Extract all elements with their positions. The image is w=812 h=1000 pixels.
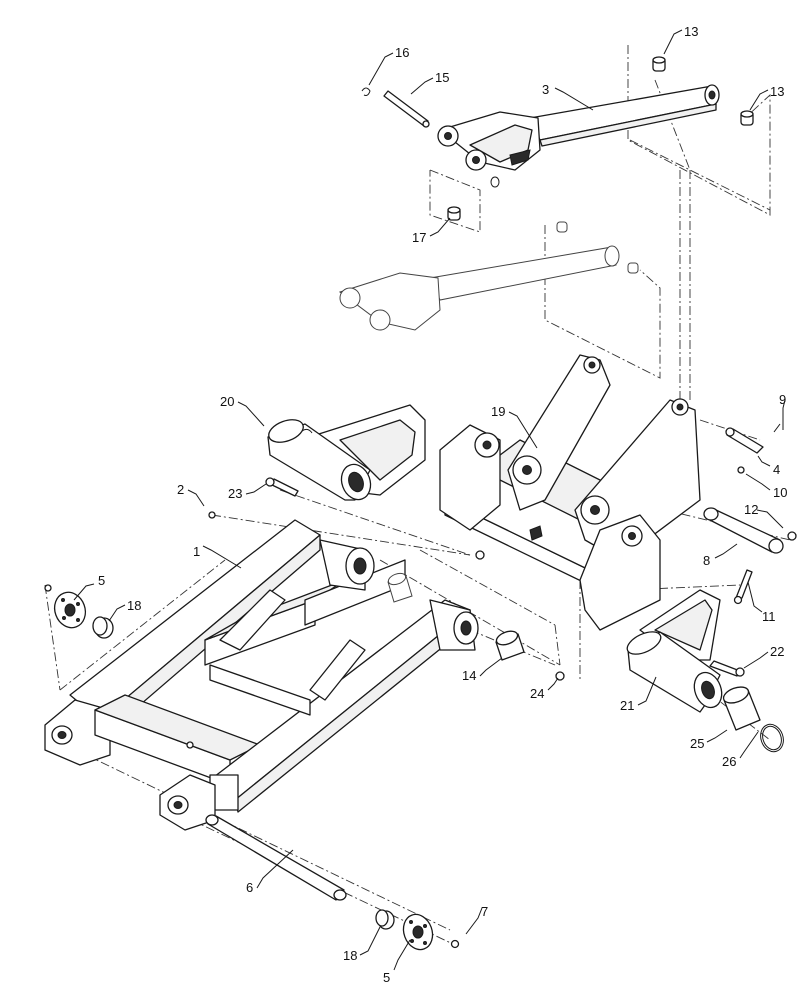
callout-26: 26 [722, 754, 736, 769]
ring [490, 176, 500, 188]
callout-17: 17 [412, 230, 426, 245]
callout-5-bottom: 5 [383, 970, 390, 985]
callout-23: 23 [228, 486, 242, 501]
callout-20: 20 [220, 394, 234, 409]
callout-8: 8 [703, 553, 710, 568]
bushing-part-17 [447, 206, 461, 221]
bushing-ghost [387, 572, 413, 603]
callout-13-top: 13 [684, 24, 698, 39]
callout-6: 6 [246, 880, 253, 895]
callout-22: 22 [770, 644, 784, 659]
callout-21: 21 [620, 698, 634, 713]
leader-lines [73, 29, 786, 971]
clip-part-16 [361, 87, 371, 96]
bushing-part-25 [722, 686, 761, 731]
callout-2: 2 [177, 482, 184, 497]
callout-24: 24 [530, 686, 544, 701]
callout-18-bottom: 18 [343, 948, 357, 963]
callout-25: 25 [690, 736, 704, 751]
plate-part-5-bottom [402, 913, 434, 951]
bushing-part-13-top [652, 56, 666, 72]
nut-ghost [475, 550, 485, 560]
link-arm-ghost [338, 221, 639, 331]
callout-11: 11 [762, 609, 776, 624]
clip-part-9 [773, 423, 781, 433]
screw-part-2 [208, 511, 216, 519]
fitting-part-10 [737, 466, 745, 474]
bolt-part-7 [450, 939, 460, 949]
callout-12: 12 [744, 502, 758, 517]
pin-part-15 [383, 90, 430, 128]
callout-15: 15 [435, 70, 449, 85]
bolt-part-11 [733, 569, 753, 605]
callout-4: 4 [773, 462, 780, 477]
bushing-part-14 [495, 630, 525, 661]
callout-13-right: 13 [770, 84, 784, 99]
lower-bracket-part-21 [626, 589, 723, 713]
ring-part-26 [760, 723, 784, 753]
screw-left [44, 584, 52, 592]
mount-bracket-part-19 [439, 354, 701, 631]
callout-18-left: 18 [127, 598, 141, 613]
callout-16: 16 [395, 45, 409, 60]
bushing-part-18-left [92, 616, 114, 639]
bushing-part-18-bottom [375, 909, 395, 930]
callout-5-left: 5 [98, 573, 105, 588]
plate-part-5-left [53, 591, 87, 629]
bolt-part-22 [709, 660, 745, 677]
callout-9: 9 [779, 392, 786, 407]
callout-14: 14 [462, 668, 476, 683]
pin-part-8 [703, 507, 784, 554]
bolt-part-23 [265, 477, 299, 497]
pin-part-4 [725, 427, 764, 454]
callout-10: 10 [773, 485, 787, 500]
fitting-part-12 [787, 531, 797, 541]
callout-1: 1 [193, 544, 200, 559]
upper-bracket-part-20 [267, 404, 426, 501]
callout-7: 7 [481, 904, 488, 919]
callout-3: 3 [542, 82, 549, 97]
bushing-part-13-right [740, 110, 754, 126]
main-frame-part-1 [44, 519, 479, 831]
link-arm-part-3 [437, 84, 720, 171]
pin-part-6 [205, 814, 347, 901]
callout-labels: 1 2 3 4 5 5 6 7 8 9 10 11 12 13 13 14 15… [98, 24, 787, 985]
callout-19: 19 [491, 404, 505, 419]
